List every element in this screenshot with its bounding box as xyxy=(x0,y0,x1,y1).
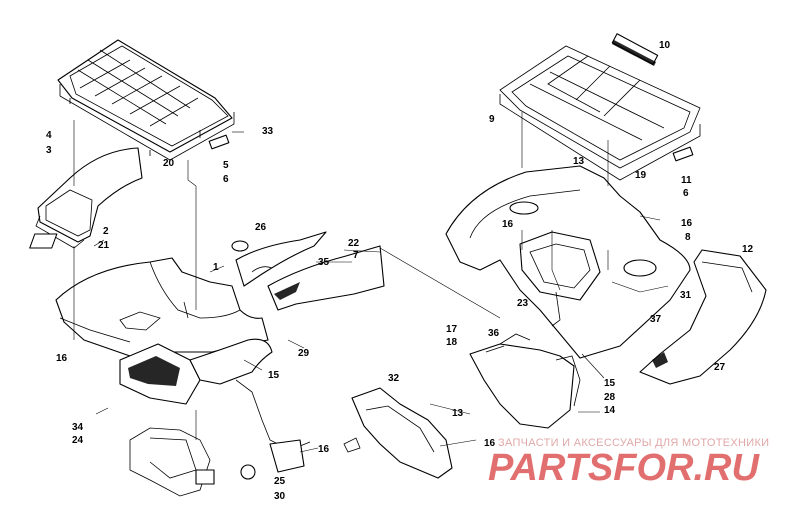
label-8: 8 xyxy=(685,232,691,243)
splash-guard xyxy=(343,387,453,479)
label-36: 36 xyxy=(488,328,500,339)
label-33: 33 xyxy=(262,126,274,137)
label-13a: 13 xyxy=(452,408,464,419)
rear-body-panel xyxy=(445,165,691,359)
decal-2 xyxy=(29,233,58,249)
label-25: 25 xyxy=(274,476,286,487)
footwell-panel xyxy=(469,333,581,429)
label-16c: 16 xyxy=(484,438,496,449)
label-17: 17 xyxy=(446,324,458,335)
side-panels xyxy=(231,231,385,311)
label-26: 26 xyxy=(255,222,267,233)
watermark-caption: ЗАПЧАСТИ И АКСЕССУАРЫ ДЛЯ МОТОТЕХНИКИ xyxy=(498,437,769,449)
label-30: 30 xyxy=(274,491,286,502)
label-20: 20 xyxy=(163,158,175,169)
label-19: 19 xyxy=(635,170,647,181)
front-body-panel xyxy=(55,257,273,405)
label-31: 31 xyxy=(680,290,692,301)
label-27: 27 xyxy=(714,362,726,373)
front-fender-extension xyxy=(35,147,143,249)
label-4: 4 xyxy=(46,130,52,141)
label-16b: 16 xyxy=(318,444,330,455)
label-6b: 6 xyxy=(683,188,689,199)
label-32: 32 xyxy=(388,373,400,384)
label-14: 14 xyxy=(604,405,616,416)
label-1: 1 xyxy=(213,262,219,273)
watermark-brand: PARTSFOR.RU xyxy=(488,447,760,489)
rear-rack xyxy=(499,33,701,181)
label-21: 21 xyxy=(98,240,110,251)
label-15b: 15 xyxy=(604,378,616,389)
front-rack xyxy=(57,39,235,161)
label-16e: 16 xyxy=(502,219,514,230)
label-23: 23 xyxy=(517,298,529,309)
leader-lines xyxy=(73,112,669,453)
watermark: ЗАПЧАСТИ И АКСЕССУАРЫ ДЛЯ МОТОТЕХНИКИ PA… xyxy=(488,437,769,489)
label-6a: 6 xyxy=(223,174,229,185)
label-28: 28 xyxy=(604,392,616,403)
front-frame-bracket xyxy=(129,379,311,497)
label-13b: 13 xyxy=(573,156,585,167)
label-5: 5 xyxy=(223,160,229,171)
part-labels: 1 2 4 3 5 6 33 20 21 16 26 22 7 35 29 15… xyxy=(46,40,754,502)
label-2: 2 xyxy=(103,226,109,237)
label-29: 29 xyxy=(298,348,310,359)
rear-fender-extension xyxy=(639,249,767,385)
label-37: 37 xyxy=(650,314,662,325)
label-15a: 15 xyxy=(268,370,280,381)
label-16d: 16 xyxy=(681,218,693,229)
label-34: 34 xyxy=(72,422,84,433)
label-18: 18 xyxy=(446,337,458,348)
label-35: 35 xyxy=(318,257,330,268)
label-9: 9 xyxy=(489,114,495,125)
label-7: 7 xyxy=(353,250,359,261)
label-16a: 16 xyxy=(56,353,68,364)
label-22: 22 xyxy=(348,238,360,249)
label-12: 12 xyxy=(742,244,754,255)
label-11: 11 xyxy=(681,175,692,186)
label-24: 24 xyxy=(72,435,84,446)
label-10: 10 xyxy=(659,40,671,51)
label-3: 3 xyxy=(46,145,52,156)
